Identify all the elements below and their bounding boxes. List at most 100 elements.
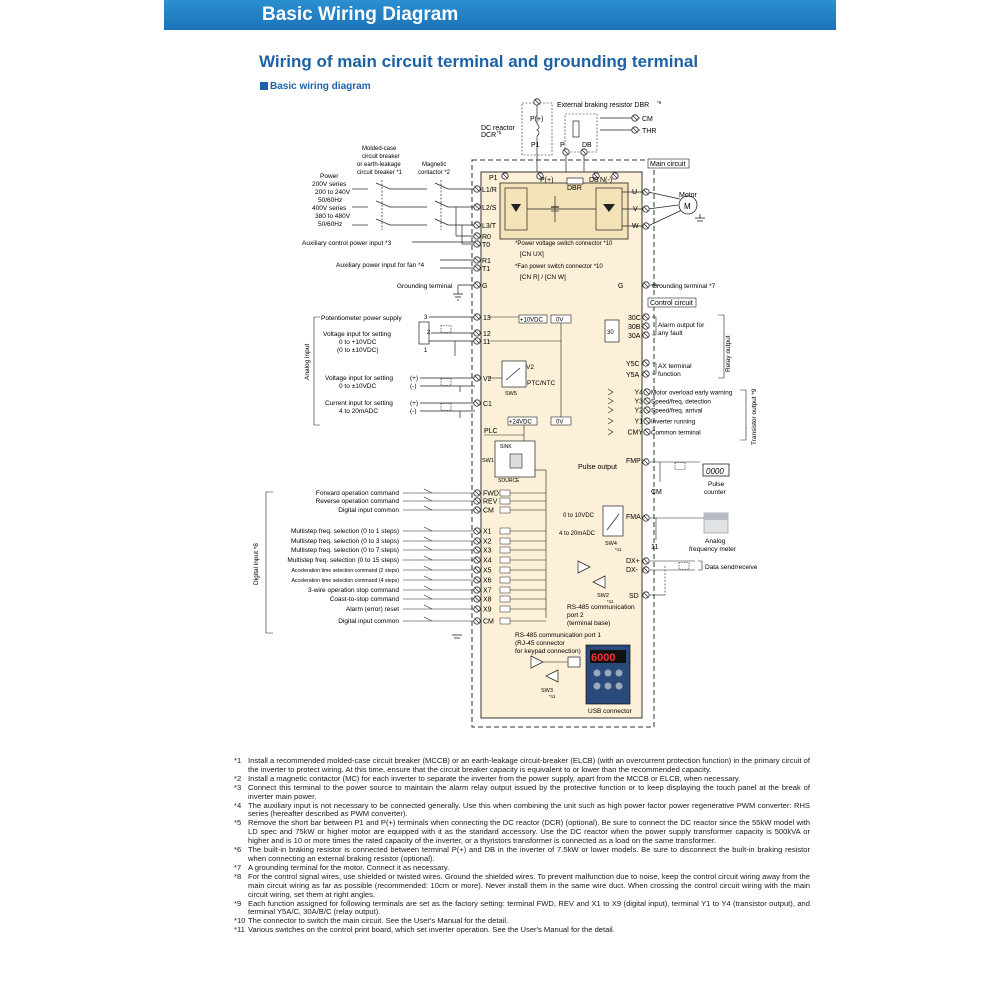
main-circuit-label: Main circuit: [650, 161, 685, 168]
keypad-display: 6000: [591, 652, 615, 664]
digital-input-switch-icon: [423, 585, 433, 591]
optocoupler-icon: [499, 576, 511, 584]
footnote-number: *6: [234, 845, 242, 855]
term-t0: T0: [482, 242, 490, 249]
footnote-text: Connect this terminal to the power sourc…: [248, 782, 810, 801]
top-p: P: [560, 142, 565, 149]
term-l2: L2/S: [482, 205, 497, 212]
meter-label-2: frequency meter: [689, 546, 737, 553]
digital-input-term-label: X4: [483, 558, 492, 565]
plus24v-box: [507, 416, 538, 426]
footnote-number: *9: [234, 898, 242, 908]
plc-label: PLC: [484, 428, 498, 435]
ptc-v2: V2: [526, 364, 534, 371]
sw1-label: SW1: [482, 458, 494, 464]
transistor-term-label: Y3: [634, 399, 643, 406]
footnote-number: *8: [234, 871, 242, 881]
zero-v-label-1: 0V: [556, 318, 563, 324]
term-dxp: DX+: [626, 558, 640, 565]
square-bullet-icon: [260, 82, 268, 90]
plus10v-label: +10VDC: [520, 318, 544, 324]
transistor-output-label: Inverter running: [651, 419, 696, 426]
term-db: DB: [589, 177, 599, 184]
term-u: U: [632, 189, 637, 196]
analog-group-label: Analog input: [304, 344, 311, 380]
optocoupler-icon: [499, 489, 511, 497]
optocoupler-icon: [499, 527, 511, 535]
footnote-number: *3: [234, 782, 242, 792]
transistor-term-label: Y2: [634, 408, 643, 415]
ground-icon-digital: [452, 634, 462, 639]
optocoupler-icon: [499, 537, 511, 545]
dcr-label: DCR: [481, 132, 496, 139]
footnote-text: A grounding terminal for the motor. Conn…: [248, 862, 450, 872]
mccb-label-4: circuit breaker *1: [357, 170, 403, 176]
fan-switch-2: [CN R] / [CN W]: [520, 274, 566, 281]
fma-10v: 0 to 10VDC: [563, 513, 595, 519]
pot-pin-1: 1: [424, 348, 428, 354]
pulse-cm-label: CM: [651, 489, 662, 496]
pv-switch-2: [CN UX]: [520, 251, 544, 258]
page-title: Basic Wiring Diagram: [262, 4, 459, 25]
grounding-label-right: Grounding terminal *7: [652, 283, 716, 290]
power-hz2: 50/60Hz: [318, 221, 342, 228]
analog-bracket: [313, 316, 320, 426]
term-dbr: DBR: [567, 185, 582, 192]
digital-input-switch-icon: [423, 545, 433, 551]
rs485-receiver-icon: [592, 575, 606, 589]
cur-minus: (-): [410, 408, 417, 415]
transistor-term-label: Y4: [634, 390, 643, 397]
transistor-icon: [607, 417, 614, 425]
motor-icon: [678, 195, 698, 215]
digital-input-switch-icon: [423, 575, 433, 581]
digital-bracket: [265, 491, 273, 634]
relay-30: 30: [607, 330, 614, 336]
top-cm: CM: [642, 116, 653, 123]
term-c1: C1: [483, 401, 492, 408]
digital-input-term-label: FWD: [483, 491, 499, 498]
digital-input-switch-icon: [423, 526, 433, 532]
cur-label-2: 4 to 20mADC: [339, 408, 378, 415]
volt2-label-2: 0 to ±10VDC: [339, 383, 376, 390]
diagram-subtitle-text: Basic wiring diagram: [270, 81, 371, 92]
pulse-counter-display: 0000: [706, 467, 724, 476]
footnote-number: *5: [234, 818, 242, 828]
digital-input-term-label: X8: [483, 597, 492, 604]
digital-input-term-label: REV: [483, 499, 498, 506]
keypad-display-bg: [590, 650, 626, 663]
optocoupler-icon: [499, 595, 511, 603]
transistor-icon: [607, 397, 614, 405]
term-w: W: [632, 223, 639, 230]
digital-input-term-label: X7: [483, 588, 492, 595]
aux-fan-label: Auxiliary power input for fan *4: [336, 262, 425, 269]
optocoupler-icon: [499, 556, 511, 564]
keypad-button-4: [593, 682, 601, 690]
volt2-plus: (+): [410, 375, 418, 382]
optocoupler-icon: [499, 497, 511, 505]
rs485-1-label-2: (RJ-45 connector: [515, 640, 566, 647]
main-circuit-tag: [647, 158, 690, 169]
term-p1: P1: [489, 175, 498, 182]
digital-input-label: Forward operation command: [316, 490, 399, 497]
grounding-label-left: Grounding terminal: [397, 283, 453, 290]
keypad-button-3: [615, 669, 623, 677]
usb-connector-label: USB connector: [588, 708, 633, 715]
power-400v-range: 380 to 480V: [315, 213, 351, 220]
digital-input-terminal: [473, 576, 481, 584]
transistor-output-label: Common terminal: [651, 430, 701, 437]
term-dxm: DX-: [626, 567, 639, 574]
meter-label-1: Analog: [705, 538, 726, 545]
digital-input-term-label: X3: [483, 548, 492, 555]
transistor-icon: [607, 388, 614, 396]
transistor-terminal: [643, 388, 651, 396]
digital-group-label: Digital input *8: [253, 543, 260, 585]
transistor-terminal: [643, 417, 651, 425]
digital-input-switch-icon: [423, 565, 433, 571]
power-label: Power: [320, 173, 339, 180]
keypad-button-6: [615, 682, 623, 690]
optocoupler-icon: [499, 566, 511, 574]
